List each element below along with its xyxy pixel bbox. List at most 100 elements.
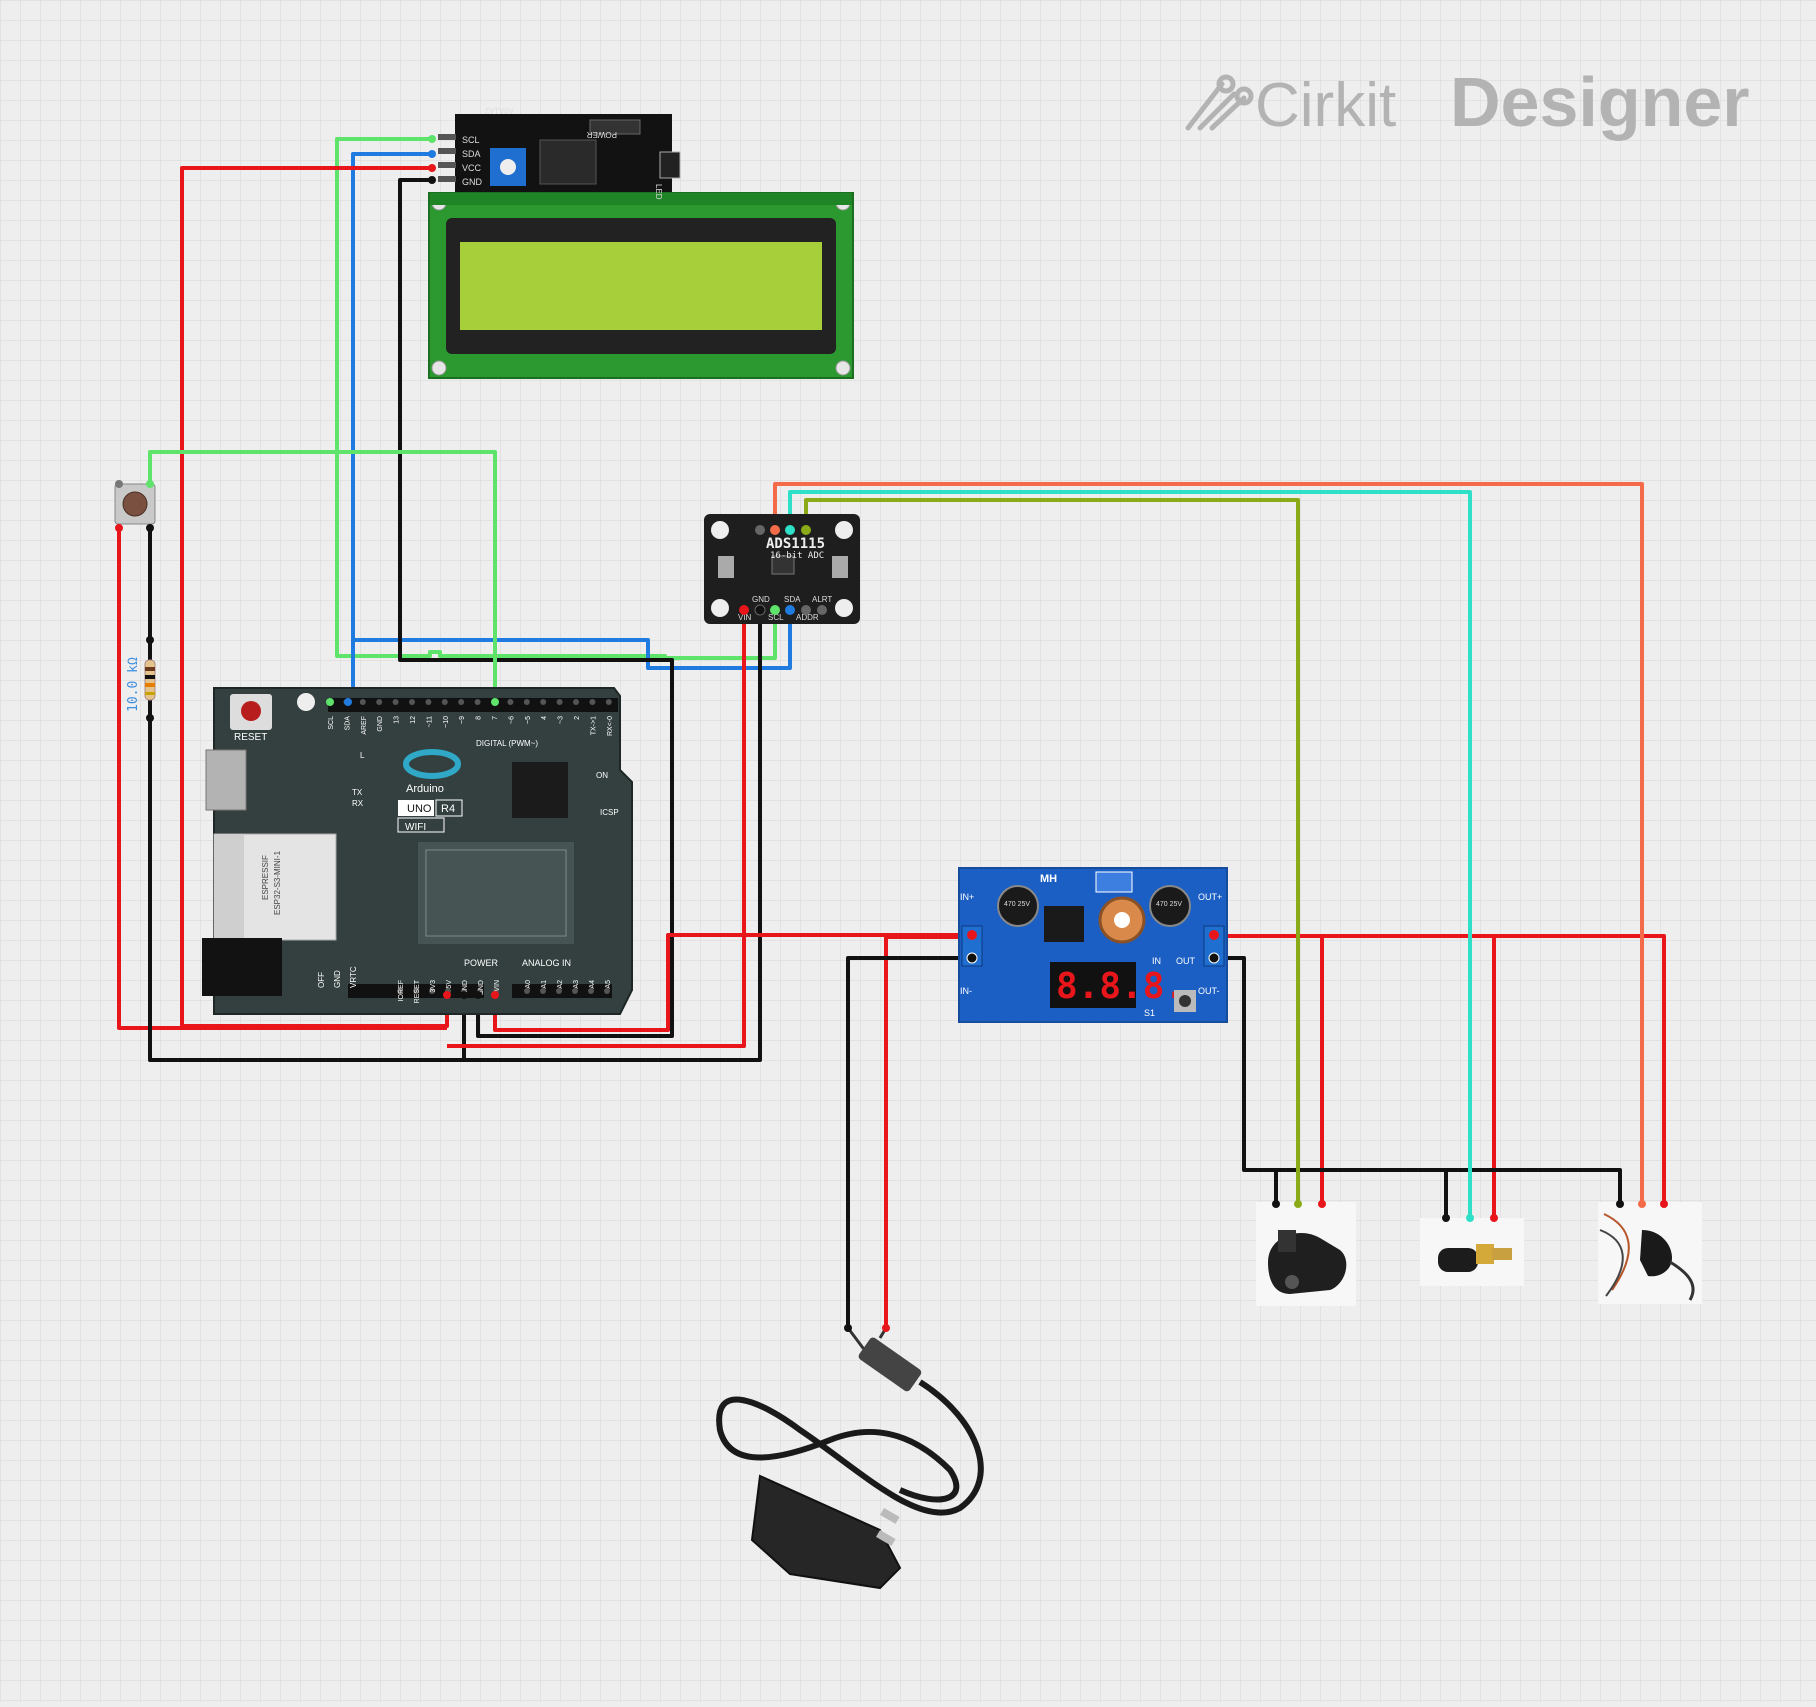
wire-lcd-scl[interactable] <box>335 137 777 660</box>
header-pin-analog_header-2[interactable] <box>556 988 562 994</box>
header-pin-digital_header-13[interactable] <box>540 699 547 705</box>
wire-buck-out-plus[interactable] <box>1214 934 1666 1204</box>
header-label-analog_header-1: A1 <box>541 980 548 989</box>
header-pin-analog_header-3[interactable] <box>572 988 578 994</box>
header-pin-analog_header-4[interactable] <box>588 988 594 994</box>
pressure-sensor-2[interactable] <box>1598 1200 1702 1304</box>
header-pin-digital_header-17[interactable] <box>605 699 612 705</box>
header-pin-digital_header-9[interactable] <box>474 699 481 705</box>
header-label-power_header-0: IOREF <box>398 980 405 1001</box>
wire-buck-in-plus[interactable] <box>884 935 972 1328</box>
header-pin-analog_header-5[interactable] <box>604 988 610 994</box>
buck-converter-module[interactable]: 470 25V 470 25V MH 8.8.8. IN+ IN- OUT+ O… <box>958 867 1228 1023</box>
wire-ads-a0[interactable] <box>773 482 1644 1204</box>
header-pin-digital_header-3[interactable] <box>376 699 383 705</box>
ads-subtitle: 16-bit ADC <box>770 551 824 561</box>
header-label-digital_header-15: 2 <box>574 716 581 720</box>
ads-pin-label-vin: VIN <box>738 613 752 622</box>
arduino-pin-sda[interactable] <box>344 698 352 706</box>
digital-header-label: DIGITAL (PWM~) <box>476 739 538 748</box>
resistor-value-label: 10.0 kΩ <box>126 657 141 712</box>
lcd-pin-scl[interactable] <box>428 135 436 143</box>
buck-brand-label: MH <box>1040 873 1057 885</box>
header-pin-digital_header-7[interactable] <box>441 699 448 705</box>
power-adapter[interactable] <box>716 1324 984 1590</box>
header-label-digital_header-1: SDA <box>344 716 351 731</box>
header-pin-digital_header-5[interactable] <box>409 699 415 705</box>
header-pin-digital_header-2[interactable] <box>359 699 366 705</box>
push-button[interactable] <box>114 480 156 532</box>
lcd-display[interactable] <box>428 192 854 379</box>
header-label-digital_header-7: ~10 <box>443 716 450 728</box>
reset-button[interactable] <box>241 701 261 721</box>
lcd-pins[interactable] <box>428 135 436 184</box>
arduino-pin-gnd2[interactable] <box>474 991 482 999</box>
wire-lcd-gnd[interactable] <box>398 178 674 1038</box>
buck-display-value: 8.8.8. <box>1056 966 1186 1007</box>
header-pin-digital_header-15[interactable] <box>573 699 579 705</box>
wire-arduino-vin[interactable] <box>493 933 972 1032</box>
wire-buck-out-minus[interactable] <box>1214 956 1622 1204</box>
header-pin-analog_header-0[interactable] <box>524 988 530 994</box>
header-pin-power_header-1[interactable] <box>413 988 419 994</box>
lcd-pin-gnd[interactable] <box>428 176 436 184</box>
header-pin-digital_header-16[interactable] <box>589 699 596 705</box>
arduino-uno-r4-wifi[interactable]: RESET ESPRESSIF ESP32-S3-MINI-1 Arduino … <box>202 687 633 1015</box>
brand-name-light: Cirkit <box>1255 71 1396 140</box>
buck-display <box>1050 962 1136 1008</box>
ads-pin-label-addr: ADDR <box>796 613 819 622</box>
ads1115-module[interactable]: ADS1115 16-bit ADC VIN GND SCL SDA ADDR … <box>704 514 860 624</box>
header-label-analog_header-4: A4 <box>589 980 596 989</box>
wire-resistor-gnd[interactable] <box>148 528 466 1062</box>
wire-ads-a1[interactable] <box>788 490 1472 1218</box>
buck-pin-out-plus[interactable] <box>1209 930 1219 940</box>
buck-in-plus-label: IN+ <box>960 892 974 902</box>
temperature-sensor[interactable] <box>1420 1214 1524 1286</box>
buck-pin-out-minus[interactable] <box>1208 952 1220 964</box>
resistor[interactable]: 10.0 kΩ <box>126 636 156 722</box>
header-pin-digital_header-8[interactable] <box>458 699 465 705</box>
header-label-digital_header-10: 7 <box>492 716 499 720</box>
header-pin-digital_header-4[interactable] <box>392 699 399 705</box>
backpack-label-led: LED <box>654 184 663 200</box>
header-pin-analog_header-1[interactable] <box>540 988 546 994</box>
arduino-pin-gnd1[interactable] <box>460 991 468 999</box>
pressure-sensor-1[interactable] <box>1256 1200 1356 1306</box>
wire-ads-gnd[interactable] <box>464 610 762 1062</box>
header-pin-digital_header-14[interactable] <box>556 699 563 705</box>
arduino-pin-7[interactable] <box>491 698 499 706</box>
ads-pin-label-scl: SCL <box>768 613 784 622</box>
buck-pin-in-minus[interactable] <box>966 952 978 964</box>
buck-in-label: IN <box>1152 956 1161 966</box>
buck-pin-in-plus[interactable] <box>967 930 977 940</box>
header-label-digital_header-8: ~9 <box>459 716 466 724</box>
header-pin-power_header-2[interactable] <box>429 988 435 994</box>
header-pin-digital_header-12[interactable] <box>523 699 530 705</box>
header-label-digital_header-4: 13 <box>394 716 401 724</box>
header-pin-digital_header-6[interactable] <box>425 699 432 705</box>
arduino-model-label: UNO <box>407 803 432 815</box>
wire-button-5v[interactable] <box>117 528 447 1030</box>
lcd-pin-vcc[interactable] <box>428 164 436 172</box>
header-pin-digital_header-11[interactable] <box>507 699 514 705</box>
wire-ads-vin[interactable] <box>447 610 746 1048</box>
wire-buck-in-minus[interactable] <box>846 956 972 1328</box>
buck-out-label: OUT <box>1176 956 1196 966</box>
header-label-digital_header-17: RX<-0 <box>607 716 614 736</box>
header-label-analog_header-3: A3 <box>573 980 580 989</box>
arduino-pin-scl[interactable] <box>326 698 334 706</box>
header-label-digital_header-13: 4 <box>541 716 548 720</box>
arduino-pin-5v[interactable] <box>443 991 451 999</box>
arduino-led-label: L <box>360 751 365 760</box>
header-pin-power_header-0[interactable] <box>397 988 403 994</box>
wire-ads-sda[interactable] <box>351 612 792 690</box>
wire-button-signal[interactable] <box>148 450 497 702</box>
lcd-pin-label-sda: SDA <box>462 149 481 159</box>
header-label-digital_header-11: ~6 <box>508 716 515 724</box>
arduino-pin-vin[interactable] <box>491 991 499 999</box>
lcd-pin-sda[interactable] <box>428 150 436 158</box>
lcd-screen <box>460 242 822 330</box>
lcd-pin-label-vcc: VCC <box>462 163 482 173</box>
